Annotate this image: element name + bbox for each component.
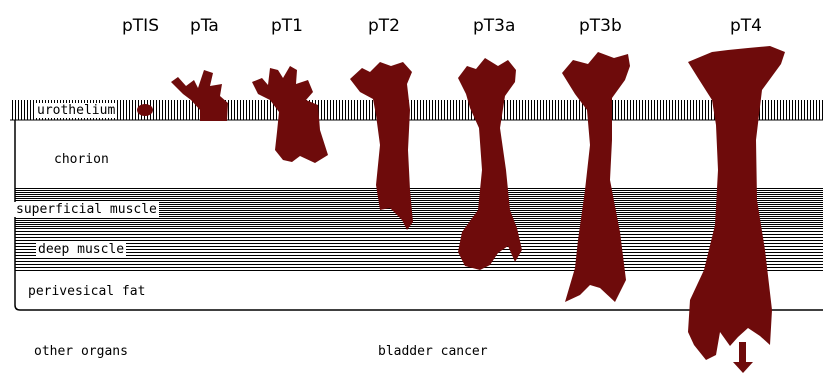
stage-label-pt3a: pT3a bbox=[473, 16, 515, 36]
stage-label-ptis: pTIS bbox=[122, 16, 159, 36]
diagram-title: bladder cancer bbox=[378, 344, 488, 359]
chorion-band bbox=[15, 121, 823, 187]
tumor-pt4-arrow bbox=[733, 342, 753, 373]
layer-label-deep-muscle: deep muscle bbox=[36, 242, 126, 257]
layer-label-chorion: chorion bbox=[52, 152, 111, 167]
stage-label-pt3b: pT3b bbox=[579, 16, 622, 36]
label-other-organs: other organs bbox=[34, 344, 128, 359]
stage-label-pt1: pT1 bbox=[271, 16, 303, 36]
stage-label-pt4: pT4 bbox=[730, 16, 762, 36]
layer-label-urothelium: urothelium bbox=[35, 103, 117, 118]
tumor-ptis bbox=[137, 104, 153, 116]
stage-label-pta: pTa bbox=[190, 16, 219, 36]
layer-label-superficial-muscle: superficial muscle bbox=[14, 202, 159, 217]
deep-muscle-band bbox=[15, 230, 823, 273]
layer-label-perivesical-fat: perivesical fat bbox=[26, 284, 147, 299]
urothelium-band bbox=[10, 100, 823, 120]
stage-label-pt2: pT2 bbox=[368, 16, 400, 36]
